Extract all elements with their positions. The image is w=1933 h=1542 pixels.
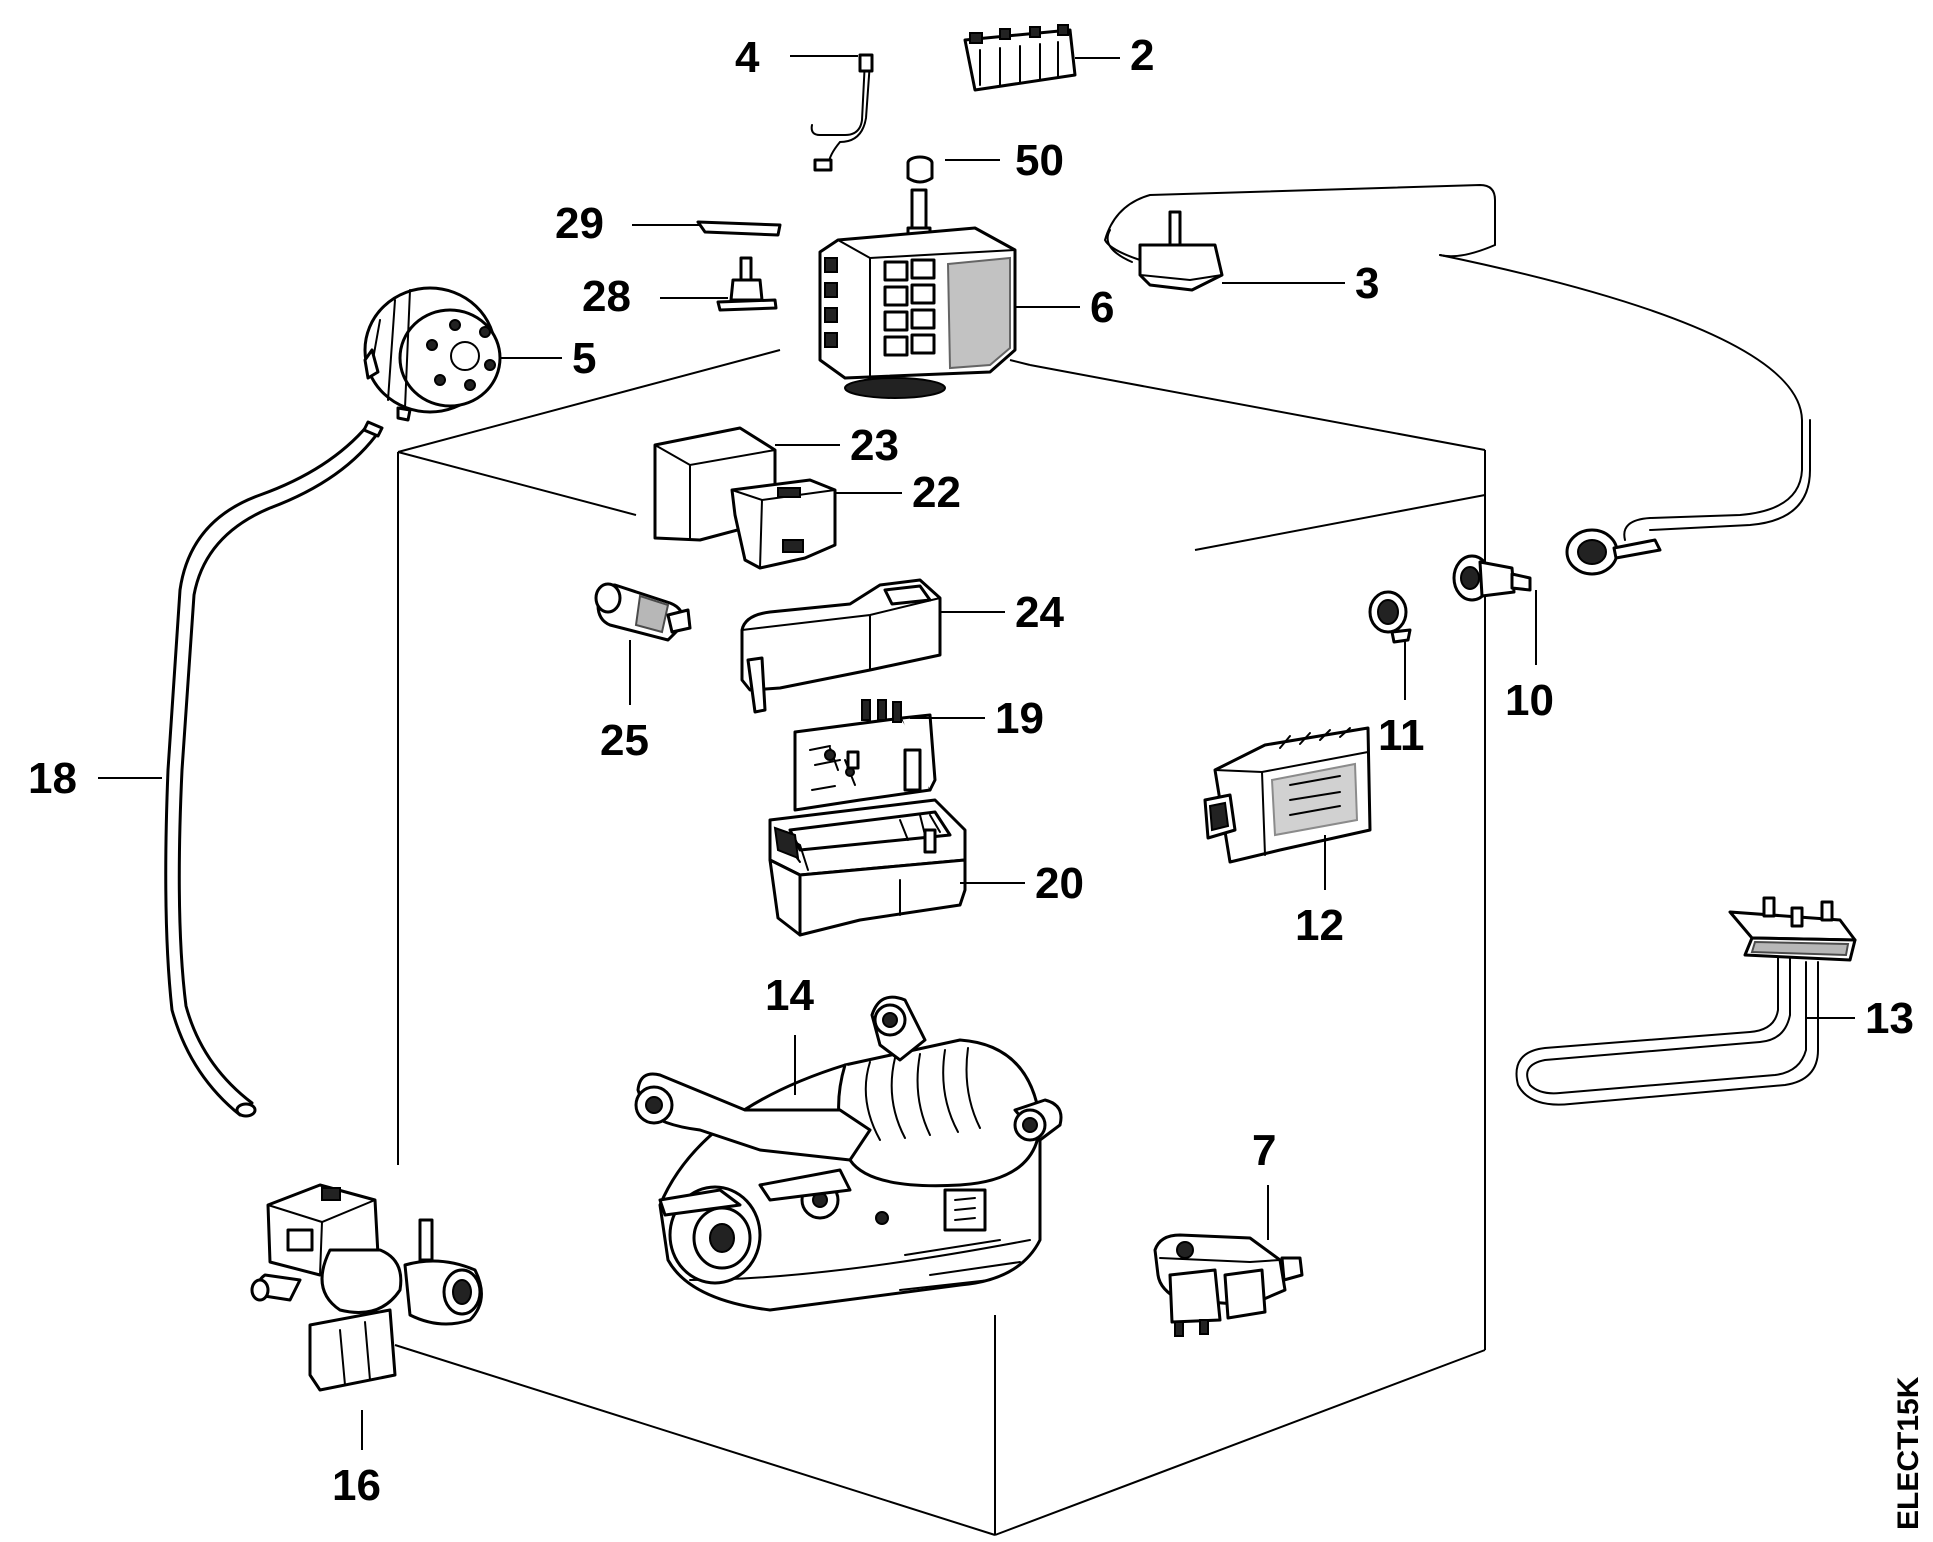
callout-12: 12 <box>1295 901 1344 950</box>
part-19-switch[interactable]: 22 <box>730 468 961 570</box>
part-24-cover[interactable]: 24 <box>740 578 1064 714</box>
part-18-pressure-hose[interactable]: 18 <box>28 420 384 1118</box>
callout-2: 2 <box>1130 31 1154 80</box>
part-13-heating-element[interactable]: 13 <box>1515 896 1914 1106</box>
callout-4: 4 <box>735 33 760 82</box>
callout-18: 18 <box>28 754 77 803</box>
part-10-switch[interactable]: 10 <box>1452 554 1554 725</box>
callout-7: 7 <box>1252 1126 1276 1175</box>
part-22-electronic-box[interactable]: 20 <box>768 798 1084 937</box>
callout-24: 24 <box>1015 588 1064 637</box>
callout-16: 16 <box>332 1461 381 1510</box>
drawing-code: ELECT15K <box>1892 1376 1925 1530</box>
callout-20: 23 <box>850 421 899 470</box>
cabinet-outline <box>394 349 1486 1536</box>
part-16-drain-pump[interactable]: 16 <box>250 1183 483 1510</box>
part-6-pump-motor[interactable]: 5 <box>363 286 596 422</box>
part-25-capacitor[interactable]: 25 <box>594 582 692 765</box>
callout-28: 28 <box>582 272 631 321</box>
part-14-motor[interactable]: 14 <box>634 971 1063 1312</box>
part-50-knob-insert[interactable]: 50 <box>906 136 1064 185</box>
callout-14: 14 <box>765 971 814 1020</box>
callout-6: 5 <box>572 334 596 383</box>
callout-50: 50 <box>1015 136 1064 185</box>
callout-13: 13 <box>1865 994 1914 1043</box>
part-3-thermostat[interactable]: 3 <box>1103 183 1811 576</box>
callout-25: 25 <box>600 716 649 765</box>
callout-11: 11 <box>1378 711 1425 760</box>
part-29-plate[interactable]: 29 <box>555 199 782 248</box>
callout-23: 19 <box>995 694 1044 743</box>
callout-22: 20 <box>1035 859 1084 908</box>
timer-contacts <box>824 257 936 357</box>
part-12-door-interlock[interactable]: 12 <box>1203 726 1372 950</box>
part-28-potentiometer[interactable]: 28 <box>582 256 778 321</box>
part-4-wire-lead[interactable]: 4 <box>735 33 874 172</box>
callout-3: 3 <box>1355 259 1379 308</box>
part-7-inlet-valve[interactable]: 7 <box>1153 1126 1304 1337</box>
part-5-programme-timer[interactable]: 6 <box>818 188 1114 399</box>
part-2-terminal-block[interactable]: 2 <box>963 24 1154 92</box>
callout-29: 29 <box>555 199 604 248</box>
callout-10: 10 <box>1505 676 1554 725</box>
part-11-indicator-lamp[interactable]: 11 <box>1368 590 1425 760</box>
part-23-circuit-board[interactable]: 19 <box>793 694 1044 812</box>
callout-5: 6 <box>1090 283 1114 332</box>
callout-19: 22 <box>912 468 961 517</box>
